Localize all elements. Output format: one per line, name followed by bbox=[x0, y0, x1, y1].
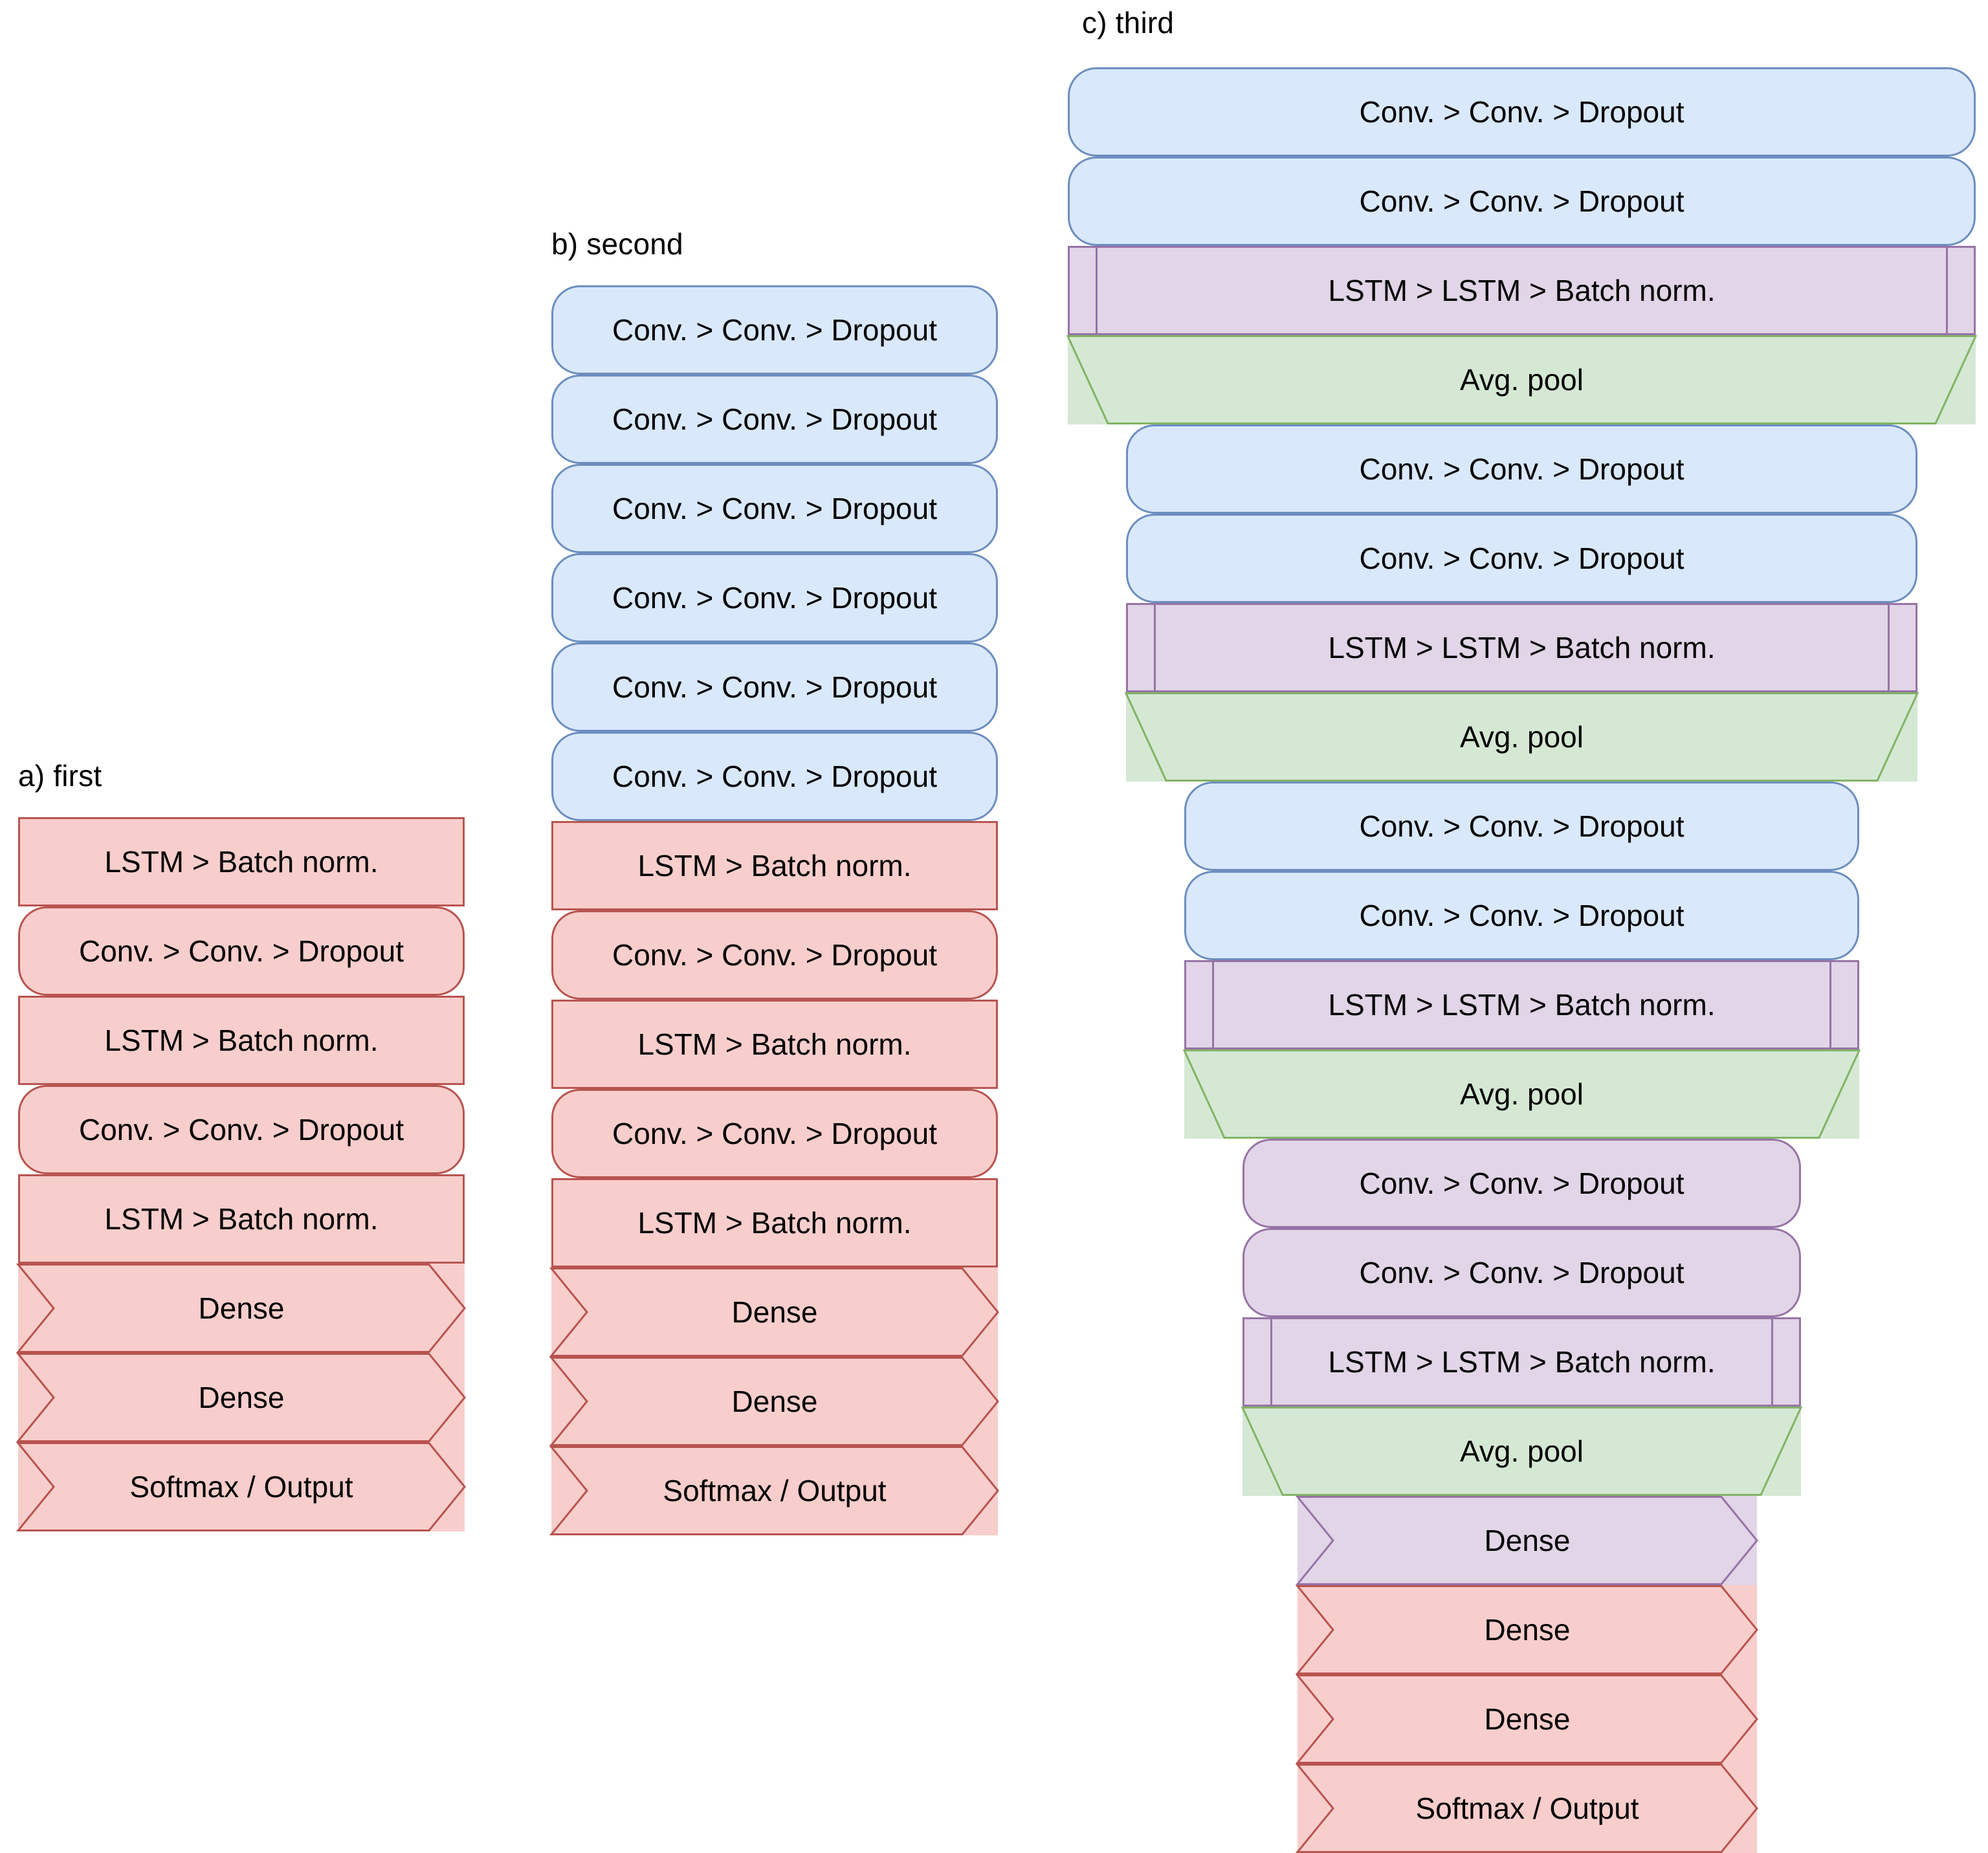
block-conv-conv-dropout: Conv. > Conv. > Dropout bbox=[551, 553, 998, 642]
block-conv-conv-dropout: Conv. > Conv. > Dropout bbox=[551, 1089, 998, 1178]
block-label: LSTM > Batch norm. bbox=[104, 1202, 379, 1236]
block-conv-conv-dropout: Conv. > Conv. > Dropout bbox=[1126, 514, 1917, 603]
block-conv-conv-dropout: Conv. > Conv. > Dropout bbox=[551, 910, 998, 1000]
block-conv-conv-dropout: Conv. > Conv. > Dropout bbox=[18, 1085, 465, 1174]
block-conv-conv-dropout: Conv. > Conv. > Dropout bbox=[551, 732, 998, 821]
block-label: Conv. > Conv. > Dropout bbox=[1359, 452, 1684, 486]
block-conv-conv-dropout: Conv. > Conv. > Dropout bbox=[1184, 871, 1859, 960]
block-label: LSTM > LSTM > Batch norm. bbox=[1328, 631, 1716, 664]
block-avg-pool: Avg. pool bbox=[1126, 692, 1917, 782]
chevron-shape bbox=[1298, 1674, 1757, 1764]
process-divider-right bbox=[1771, 1319, 1773, 1405]
block-dense: Dense bbox=[1298, 1585, 1757, 1674]
trapezoid-shape bbox=[1184, 1049, 1859, 1139]
process-divider-left bbox=[1270, 1319, 1272, 1405]
block-label: Conv. > Conv. > Dropout bbox=[612, 581, 937, 615]
block-lstm-lstm-batch-norm: LSTM > LSTM > Batch norm. bbox=[1126, 603, 1917, 692]
block-label: Conv. > Conv. > Dropout bbox=[1359, 1167, 1684, 1200]
block-lstm-batch-norm: LSTM > Batch norm. bbox=[551, 1178, 998, 1267]
block-label: Conv. > Conv. > Dropout bbox=[612, 670, 937, 704]
process-divider-right bbox=[1888, 605, 1890, 690]
block-conv-conv-dropout: Conv. > Conv. > Dropout bbox=[1068, 157, 1976, 246]
block-dense: Dense bbox=[18, 1264, 465, 1353]
block-lstm-batch-norm: LSTM > Batch norm. bbox=[18, 817, 465, 906]
block-dense: Dense bbox=[1298, 1674, 1757, 1764]
block-lstm-lstm-batch-norm: LSTM > LSTM > Batch norm. bbox=[1242, 1317, 1801, 1407]
chevron-shape bbox=[18, 1442, 465, 1531]
block-softmax-output: Softmax / Output bbox=[18, 1442, 465, 1531]
block-conv-conv-dropout: Conv. > Conv. > Dropout bbox=[1068, 67, 1976, 157]
block-label: Conv. > Conv. > Dropout bbox=[78, 1113, 404, 1146]
block-conv-conv-dropout: Conv. > Conv. > Dropout bbox=[1242, 1228, 1801, 1317]
trapezoid-shape bbox=[1242, 1407, 1801, 1496]
block-label: Conv. > Conv. > Dropout bbox=[1359, 184, 1684, 218]
block-dense: Dense bbox=[551, 1267, 998, 1357]
block-label: Conv. > Conv. > Dropout bbox=[612, 313, 937, 347]
block-label: Conv. > Conv. > Dropout bbox=[612, 1117, 937, 1150]
chevron-shape bbox=[1298, 1585, 1757, 1674]
block-lstm-batch-norm: LSTM > Batch norm. bbox=[18, 996, 465, 1085]
block-label: Conv. > Conv. > Dropout bbox=[612, 402, 937, 436]
block-label: LSTM > Batch norm. bbox=[637, 1027, 912, 1061]
block-label: LSTM > LSTM > Batch norm. bbox=[1328, 274, 1716, 307]
panel-first-title: a) first bbox=[18, 759, 102, 793]
block-label: Conv. > Conv. > Dropout bbox=[1359, 542, 1684, 575]
block-label: LSTM > Batch norm. bbox=[637, 1206, 912, 1240]
chevron-shape bbox=[18, 1264, 465, 1353]
block-conv-conv-dropout: Conv. > Conv. > Dropout bbox=[18, 906, 465, 996]
process-divider-left bbox=[1154, 605, 1156, 690]
block-label: LSTM > Batch norm. bbox=[104, 845, 379, 879]
chevron-shape bbox=[551, 1267, 998, 1357]
block-avg-pool: Avg. pool bbox=[1184, 1049, 1859, 1139]
process-divider-right bbox=[1829, 962, 1831, 1047]
process-divider-left bbox=[1212, 962, 1214, 1047]
trapezoid-shape bbox=[1126, 692, 1917, 782]
chevron-shape bbox=[18, 1353, 465, 1442]
block-conv-conv-dropout: Conv. > Conv. > Dropout bbox=[1126, 424, 1917, 514]
chevron-shape bbox=[551, 1357, 998, 1446]
block-label: Conv. > Conv. > Dropout bbox=[612, 760, 937, 793]
panel-third-title: c) third bbox=[1082, 6, 1175, 39]
block-label: LSTM > LSTM > Batch norm. bbox=[1328, 1345, 1716, 1379]
block-avg-pool: Avg. pool bbox=[1068, 335, 1976, 424]
block-conv-conv-dropout: Conv. > Conv. > Dropout bbox=[551, 464, 998, 553]
block-label: LSTM > Batch norm. bbox=[104, 1024, 379, 1057]
process-divider-right bbox=[1946, 248, 1948, 333]
block-label: Conv. > Conv. > Dropout bbox=[1359, 809, 1684, 843]
block-lstm-batch-norm: LSTM > Batch norm. bbox=[551, 821, 998, 910]
block-conv-conv-dropout: Conv. > Conv. > Dropout bbox=[551, 642, 998, 732]
block-conv-conv-dropout: Conv. > Conv. > Dropout bbox=[1184, 782, 1859, 871]
block-conv-conv-dropout: Conv. > Conv. > Dropout bbox=[551, 285, 998, 375]
block-label: Conv. > Conv. > Dropout bbox=[1359, 1256, 1684, 1289]
block-conv-conv-dropout: Conv. > Conv. > Dropout bbox=[551, 375, 998, 464]
panel-second-title: b) second bbox=[551, 227, 683, 261]
block-lstm-batch-norm: LSTM > Batch norm. bbox=[551, 1000, 998, 1089]
block-label: Conv. > Conv. > Dropout bbox=[78, 934, 404, 968]
block-softmax-output: Softmax / Output bbox=[551, 1446, 998, 1535]
chevron-shape bbox=[551, 1446, 998, 1535]
block-dense: Dense bbox=[1298, 1496, 1757, 1585]
block-label: LSTM > Batch norm. bbox=[637, 849, 912, 883]
block-lstm-lstm-batch-norm: LSTM > LSTM > Batch norm. bbox=[1068, 246, 1976, 335]
block-label: Conv. > Conv. > Dropout bbox=[612, 938, 937, 972]
block-avg-pool: Avg. pool bbox=[1242, 1407, 1801, 1496]
block-softmax-output: Softmax / Output bbox=[1298, 1764, 1757, 1853]
block-label: Conv. > Conv. > Dropout bbox=[612, 492, 937, 525]
block-lstm-batch-norm: LSTM > Batch norm. bbox=[18, 1174, 465, 1264]
block-dense: Dense bbox=[18, 1353, 465, 1442]
process-divider-left bbox=[1096, 248, 1098, 333]
chevron-shape bbox=[1298, 1496, 1757, 1585]
block-label: Conv. > Conv. > Dropout bbox=[1359, 95, 1684, 129]
block-dense: Dense bbox=[551, 1357, 998, 1446]
chevron-shape bbox=[1298, 1764, 1757, 1853]
trapezoid-shape bbox=[1068, 335, 1976, 424]
block-conv-conv-dropout: Conv. > Conv. > Dropout bbox=[1242, 1139, 1801, 1228]
block-label: Conv. > Conv. > Dropout bbox=[1359, 899, 1684, 932]
block-lstm-lstm-batch-norm: LSTM > LSTM > Batch norm. bbox=[1184, 960, 1859, 1049]
block-label: LSTM > LSTM > Batch norm. bbox=[1328, 988, 1716, 1022]
